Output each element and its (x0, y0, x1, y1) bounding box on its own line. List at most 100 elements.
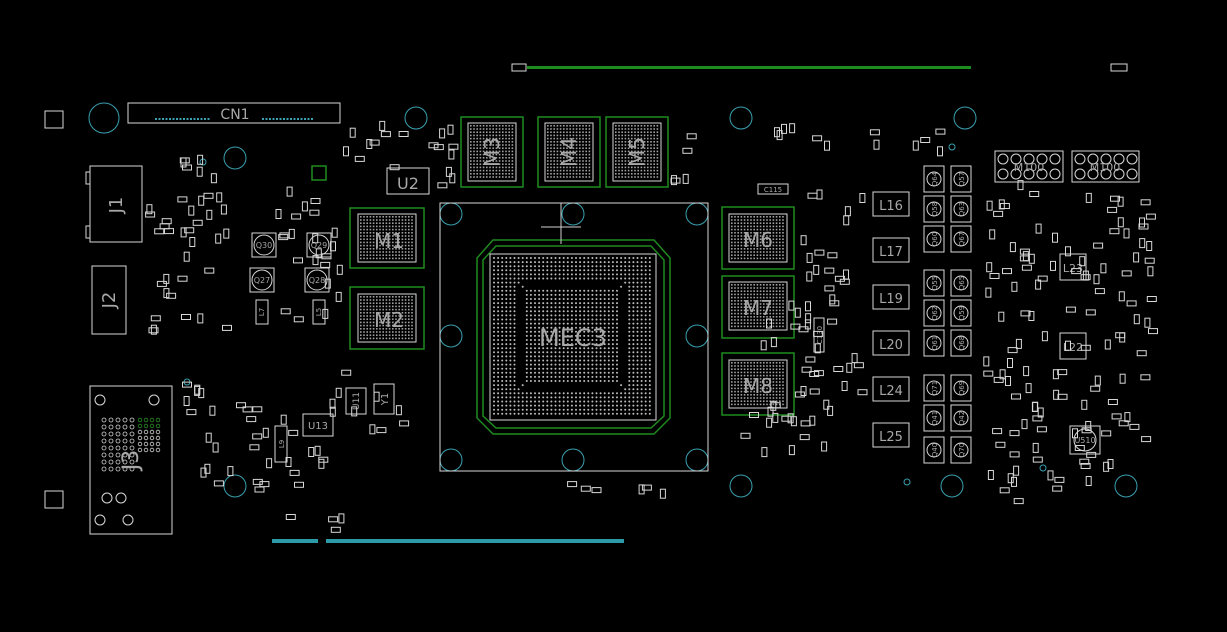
c115: C115 (757, 183, 789, 195)
mosfet-q62: Q62 (923, 299, 945, 327)
mosfet-label: Q40 (931, 443, 939, 457)
c130-label: C130 (816, 326, 824, 344)
q27: Q27 (249, 267, 275, 293)
m4-label: M4 (557, 137, 581, 167)
l9: L9 (274, 425, 288, 463)
top-edge-strip (511, 63, 1128, 72)
power-header-m100-b: M100 (1071, 150, 1140, 183)
j2-label: J2 (99, 292, 120, 310)
m100b-label: M100 (1090, 161, 1121, 174)
l22-label: L22 (1063, 341, 1083, 354)
gpu-mec3: MEC3 (439, 202, 709, 472)
mosfet-q57: Q57 (950, 165, 972, 193)
memory-m1: M1 (349, 207, 425, 269)
l5: L5 (312, 299, 326, 325)
mosfet-label: Q42 (958, 411, 966, 425)
q30-label: Q30 (256, 241, 272, 250)
j3-connector: J3 (89, 385, 173, 535)
j2-connector: J2 (91, 265, 127, 335)
memory-m7: M7 (721, 275, 795, 339)
mosfet-q71: Q71 (923, 374, 945, 402)
y1-label: Y1 (380, 393, 391, 406)
mosfet-q69: Q69 (950, 374, 972, 402)
inductor-l20: L20 (872, 330, 910, 356)
m7-label: M7 (743, 296, 773, 320)
memory-m3: M3 (460, 116, 524, 188)
mosfet-q63: Q63 (950, 195, 972, 223)
mosfet-q59: Q59 (950, 299, 972, 327)
u2-ic: U2 (386, 167, 430, 195)
mosfet-label: Q58 (931, 202, 939, 216)
mosfet-label: Q62 (931, 306, 939, 320)
cn1-label: CN1 (220, 107, 249, 123)
inductor-l22: L22 (1059, 332, 1087, 360)
mosfet-label: Q67 (958, 232, 966, 246)
mosfet-q58: Q58 (923, 195, 945, 223)
small-passive-components (145, 120, 1158, 533)
u13-ic: U13 (302, 413, 334, 437)
m6-label: M6 (743, 228, 773, 252)
mosfet-q68: Q68 (950, 329, 972, 357)
inductor-l24: L24 (872, 376, 910, 402)
l19-label: L19 (879, 292, 903, 307)
fiducials (44, 110, 64, 509)
l7-label: L7 (258, 308, 266, 316)
j1-connector: J1 (85, 165, 143, 243)
memory-m2: M2 (349, 286, 425, 350)
mosfet-q60: Q60 (923, 225, 945, 253)
mosfet-q65: Q65 (950, 269, 972, 297)
inductor-l16: L16 (872, 191, 910, 217)
mosfet-label: Q64 (931, 171, 939, 186)
inductor-l19: L19 (872, 284, 910, 310)
mosfet-q64: Q64 (923, 165, 945, 193)
memory-chips: M1 M2 M3 M4 M5 (349, 116, 795, 416)
q29-label: Q29 (311, 241, 327, 250)
pcie-edge-connector (272, 539, 624, 543)
mosfet-q67: Q67 (950, 225, 972, 253)
mosfet-label: Q65 (958, 276, 966, 290)
memory-m5: M5 (605, 116, 669, 188)
l17-label: L17 (879, 245, 903, 260)
u13-label: U13 (308, 421, 328, 432)
mosfet-q61: Q61 (923, 329, 945, 357)
u2-label: U2 (397, 174, 419, 193)
mosfet-q42: Q42 (950, 404, 972, 432)
memory-m6: M6 (721, 206, 795, 270)
y1-crystal: Y1 (373, 383, 395, 415)
l5-label: L5 (315, 308, 323, 316)
q28-label: Q28 (309, 276, 325, 285)
c115-label: C115 (764, 186, 782, 194)
u510-label: U510 (1074, 436, 1095, 445)
mosfet-q70: Q70 (950, 436, 972, 464)
mosfet-q41: Q41 (923, 404, 945, 432)
inductor-l17: L17 (872, 237, 910, 263)
memory-m4: M4 (537, 116, 601, 188)
cn1-connector: CN1 (127, 102, 341, 124)
green-test-pad (311, 165, 327, 181)
mosfet-q40: Q40 (923, 436, 945, 464)
mosfet-label: Q61 (931, 336, 939, 350)
m2-label: M2 (374, 308, 404, 332)
m8-label: M8 (743, 374, 773, 398)
mosfet-label: Q59 (958, 306, 966, 320)
memory-m8: M8 (721, 352, 795, 416)
l25-label: L25 (879, 430, 903, 445)
gpu-label: MEC3 (539, 324, 607, 352)
l20-label: L20 (879, 338, 903, 353)
mosfet-label: Q70 (958, 443, 966, 457)
inductor-l23: L23 (1059, 253, 1087, 281)
l16-label: L16 (879, 199, 903, 214)
j3-label: J3 (119, 450, 144, 473)
l24-label: L24 (879, 384, 903, 399)
mosfet-label: Q60 (931, 232, 939, 246)
q27-label: Q27 (254, 276, 270, 285)
q28: Q28 (304, 267, 330, 293)
j1-label: J1 (106, 197, 127, 215)
mosfet-label: Q71 (931, 381, 939, 395)
u11-label: U11 (352, 392, 362, 410)
u510-ic: U510 (1069, 425, 1101, 455)
mosfet-q55: Q55 (923, 269, 945, 297)
